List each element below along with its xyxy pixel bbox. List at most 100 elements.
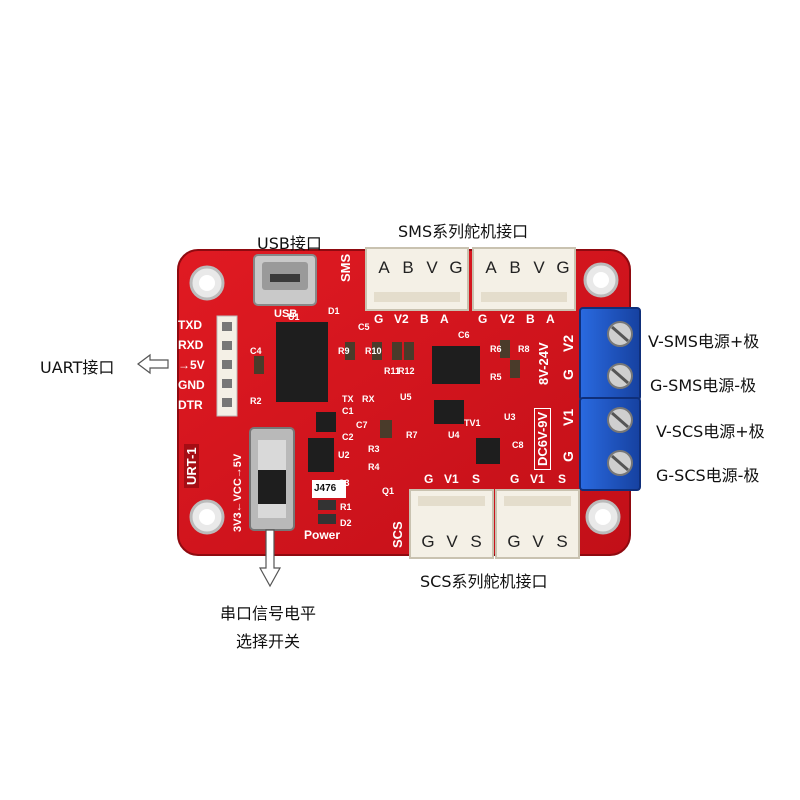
designator: R1: [340, 502, 352, 512]
voltage-scs-label: DC6V-9V: [534, 407, 551, 470]
uart-pin: GND: [178, 378, 205, 392]
designator: U1: [288, 312, 300, 322]
designator: C7: [356, 420, 368, 430]
usb-silk: USB: [274, 308, 298, 320]
smd-components: [254, 340, 520, 524]
designator: U5: [400, 392, 412, 402]
sms-port-callout: SMS系列舵机接口: [398, 222, 529, 241]
switch-silk: 3V3←VCC→5V: [232, 453, 244, 532]
terminal-v2-label: V2: [560, 334, 576, 352]
uart-pin-labels: TXD RXD →5V GND DTR: [178, 318, 216, 418]
sms-silk-g: G: [374, 312, 384, 326]
scs-pin-v: V: [446, 532, 458, 551]
scs-pin-v: V: [532, 532, 544, 551]
sms-silk-a: A: [440, 312, 449, 326]
uart-pin: RXD: [178, 338, 204, 352]
uart-header: [216, 315, 238, 417]
designator: C3: [338, 478, 350, 488]
sms-silk-v2: V2: [500, 312, 515, 326]
designator: R8: [518, 344, 530, 354]
scs-silk-g: G: [424, 472, 434, 486]
designator: D2: [340, 518, 352, 528]
designator: C8: [512, 440, 524, 450]
switch-arrow: [258, 529, 282, 588]
switch-callout-line1: 串口信号电平: [220, 604, 317, 623]
designator: R7: [406, 430, 418, 440]
sms-pin-b: B: [402, 258, 414, 277]
designator: TX: [342, 394, 354, 404]
model-silk: URT-1: [184, 444, 199, 488]
designator: Q1: [382, 486, 395, 496]
power-silk: Power: [304, 528, 341, 542]
uart-callout: UART接口: [40, 358, 115, 377]
sms-silk-b: B: [420, 312, 429, 326]
scs-pin-g: G: [421, 532, 435, 551]
ic-chips: [276, 322, 500, 472]
sms-connectors: [365, 247, 576, 311]
g-scs-callout: G-SCS电源-极: [656, 466, 760, 485]
g-sms-callout: G-SMS电源-极: [650, 376, 757, 395]
scs-pin-s: S: [470, 532, 482, 551]
scs-silk-s: S: [558, 472, 567, 486]
scs-silk-s: S: [472, 472, 481, 486]
sms-pin-a: A: [485, 258, 497, 277]
v-sms-callout: V-SMS电源+极: [648, 332, 760, 351]
scs-pin-s: S: [556, 532, 568, 551]
scs-pin-g: G: [507, 532, 521, 551]
sms-pin-v: V: [533, 258, 545, 277]
slide-switch: [249, 427, 295, 531]
sms-silk-b: B: [526, 312, 535, 326]
scs-silk-v1: V1: [530, 472, 545, 486]
j476-silk: J476: [314, 483, 337, 494]
uart-pin: DTR: [178, 398, 203, 412]
scs-connectors: [409, 489, 580, 559]
sms-pin-g: G: [556, 258, 570, 277]
terminal-v1-label: V1: [560, 408, 576, 426]
scs-port-callout: SCS系列舵机接口: [420, 572, 548, 591]
sms-silk-a: A: [546, 312, 555, 326]
designator: C6: [458, 330, 470, 340]
sms-pin-b: B: [509, 258, 521, 277]
designator: R9: [338, 346, 350, 356]
designator: C5: [358, 322, 370, 332]
designator: D1: [328, 306, 340, 316]
designator: R3: [368, 444, 380, 454]
designator: R11: [384, 366, 401, 376]
voltage-sms-label: 8V-24V: [536, 342, 551, 385]
designator: R6: [490, 344, 502, 354]
uart-pin: TXD: [178, 318, 202, 332]
designator: U4: [448, 430, 460, 440]
sms-pin-v: V: [426, 258, 438, 277]
scs-silk-v1: V1: [444, 472, 459, 486]
sms-side-label: SMS: [338, 253, 353, 282]
designator: U2: [338, 450, 350, 460]
usb-connector: [253, 254, 317, 306]
designator: R2: [250, 396, 262, 406]
designator: R12: [398, 366, 415, 376]
designator: R10: [365, 346, 382, 356]
designator: R4: [368, 462, 380, 472]
switch-callout-line2: 选择开关: [236, 632, 301, 651]
designator: RX: [362, 394, 375, 404]
designator: C2: [342, 432, 354, 442]
scs-side-label: SCS: [390, 521, 405, 548]
sms-pin-g: G: [449, 258, 463, 277]
v-scs-callout: V-SCS电源+极: [656, 422, 765, 441]
terminal-blocks: [579, 307, 641, 491]
designator: C4: [250, 346, 262, 356]
sms-silk-g: G: [478, 312, 488, 326]
usb-callout: USB接口: [257, 234, 322, 253]
designator: C1: [342, 406, 354, 416]
uart-arrow: [137, 353, 169, 375]
terminal-g-top-label: G: [560, 369, 576, 380]
uart-pin: →5V: [178, 358, 205, 372]
scs-silk-g: G: [510, 472, 520, 486]
mounting-holes: [189, 262, 621, 535]
sms-pin-a: A: [378, 258, 390, 277]
designator: R5: [490, 372, 502, 382]
designator: U3: [504, 412, 516, 422]
sms-silk-v2: V2: [394, 312, 409, 326]
terminal-g-bottom-label: G: [560, 451, 576, 462]
designator: TV1: [464, 418, 481, 428]
